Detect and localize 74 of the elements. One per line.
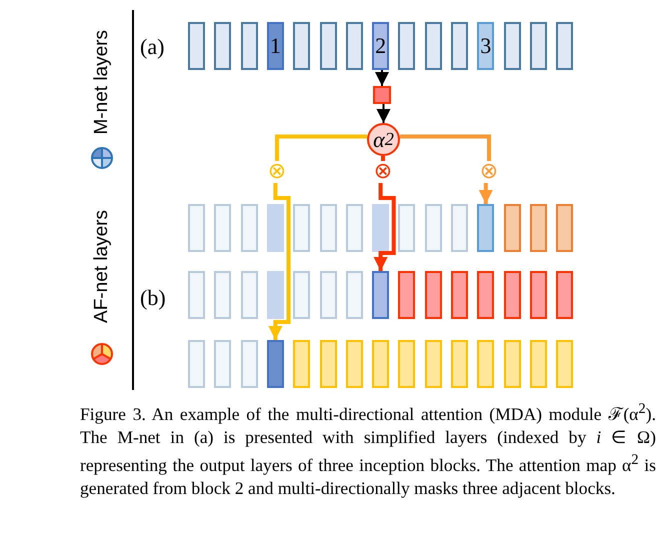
layer-bar (372, 204, 390, 252)
layer-bar (188, 340, 205, 388)
layer-bar (372, 340, 390, 388)
layer-bar (556, 340, 574, 388)
layer-bar (188, 204, 205, 252)
layer-bar (346, 271, 363, 319)
layer-bar (424, 204, 442, 252)
layer-bar (530, 204, 547, 252)
layer-bar (530, 340, 547, 388)
arrow (375, 70, 389, 86)
layer-bar (346, 204, 363, 252)
legend-label: M-net layers (90, 30, 113, 135)
layer-bar: 3 (477, 22, 494, 70)
layer-bar (320, 22, 336, 70)
layer-bar (556, 271, 574, 319)
layer-bar (477, 340, 494, 388)
arrow (376, 104, 390, 123)
layer-bar (504, 204, 521, 252)
layer-bar (398, 271, 416, 319)
layer-bar (424, 271, 442, 319)
layer-bar: 2 (372, 22, 390, 70)
layer-bar (372, 271, 390, 319)
layer-bar (451, 22, 468, 70)
layer-bar (424, 340, 442, 388)
layer-bar (266, 204, 284, 252)
multiply-symbol: ⊗ (266, 161, 288, 183)
layer-bar (398, 340, 416, 388)
layer-bar (240, 271, 258, 319)
panel-label: (a) (140, 34, 164, 60)
multiply-symbol: ⊗ (372, 161, 394, 183)
layer-bar (320, 204, 336, 252)
layer-bar (477, 271, 494, 319)
layer-bar (556, 204, 574, 252)
layer-bar (398, 204, 416, 252)
arrow (268, 183, 291, 340)
layer-bar (320, 271, 336, 319)
layer-bar (504, 271, 521, 319)
layer-bar (293, 271, 310, 319)
layer-bar (240, 22, 258, 70)
layer-bar (451, 204, 468, 252)
layer-bar (266, 271, 284, 319)
layer-bar (530, 22, 547, 70)
arrow (374, 183, 396, 271)
layer-bar (504, 22, 521, 70)
arrow (478, 183, 493, 204)
mask-square (373, 86, 391, 104)
layer-bar (556, 22, 574, 70)
layer-bar (214, 271, 232, 319)
layer-bar (424, 22, 442, 70)
layer-bar (346, 340, 363, 388)
layer-bar (214, 204, 232, 252)
layer-bar (188, 271, 205, 319)
layer-bar (214, 340, 232, 388)
layer-bar (293, 204, 310, 252)
layer-bar (214, 22, 232, 70)
legend-label: AF-net layers (90, 210, 113, 323)
layer-bar (240, 340, 258, 388)
layer-bar (451, 340, 468, 388)
layer-bar (477, 204, 494, 252)
figure-caption: Figure 3. An example of the multi-directional attention (MDA) module ℱ(α$^{2}$). The M-net in (a) is presented with simplified layers (indexed by i ∈ Ω) representing the output layers of three inception blocks. The attention map α$^{2}$ is generated from block 2 and multi-directionally masks three adjacent blocks. (80, 400, 656, 500)
layer-bar: 1 (266, 22, 284, 70)
layer-bar (188, 22, 205, 70)
multiply-symbol: ⊗ (478, 161, 500, 183)
layer-bar (293, 340, 310, 388)
layer-bar (451, 271, 468, 319)
layer-bar (530, 271, 547, 319)
layer-bar (293, 22, 310, 70)
layer-bar (504, 340, 521, 388)
panel-label: (b) (140, 285, 166, 311)
layer-bar (398, 22, 416, 70)
layer-bar (240, 204, 258, 252)
layer-bar (320, 340, 336, 388)
layer-bar (266, 340, 284, 388)
layer-bar (346, 22, 363, 70)
